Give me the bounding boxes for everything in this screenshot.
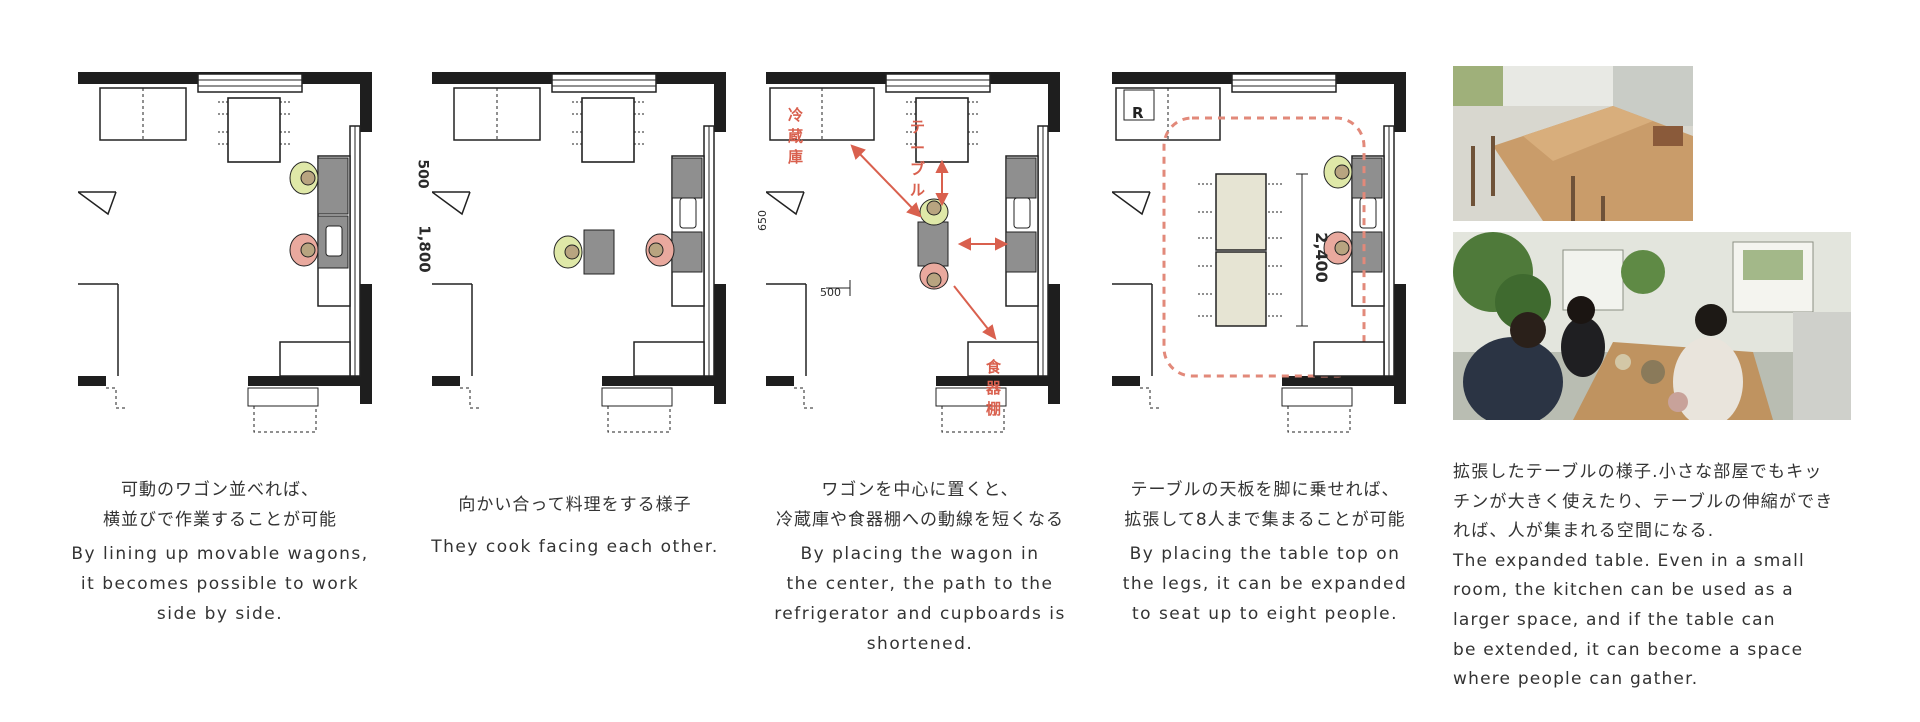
person-icon bbox=[289, 233, 319, 267]
photo-table-top bbox=[1453, 66, 1693, 221]
cupboard-label: 食器棚 bbox=[986, 358, 1002, 418]
person-icon bbox=[553, 235, 583, 269]
caption-4: テーブルの天板を脚に乗せれば、拡張して8人まで集まることが可能 By placi… bbox=[1122, 480, 1408, 624]
floor-plan-4 bbox=[1112, 72, 1406, 433]
table-label: テーブル bbox=[910, 118, 926, 199]
floor-plan-1 bbox=[78, 72, 372, 433]
dimension-label: 2,400 bbox=[1311, 232, 1331, 283]
person-icon bbox=[919, 198, 949, 226]
photo-gathering bbox=[1453, 232, 1851, 420]
person-icon bbox=[1323, 155, 1353, 189]
floor-plan-2 bbox=[432, 72, 726, 433]
photo-people-gathering-image bbox=[1453, 232, 1851, 420]
person-icon bbox=[919, 262, 949, 290]
dimension-label: 500 bbox=[414, 159, 431, 189]
caption-2: 向かい合って料理をする様子 They cook facing each othe… bbox=[431, 495, 719, 557]
caption-3: ワゴンを中心に置くと、冷蔵庫や食器棚への動線を短くなる By placing t… bbox=[774, 480, 1066, 654]
person-icon bbox=[1323, 231, 1353, 265]
floor-plan-3 bbox=[766, 72, 1060, 433]
dimension-label: 650 bbox=[756, 210, 769, 231]
fridge-label: R bbox=[1132, 104, 1144, 122]
person-icon bbox=[289, 161, 319, 195]
arrow-icon bbox=[850, 144, 1009, 340]
fridge-label: 冷蔵庫 bbox=[788, 106, 804, 166]
caption-1: 可動のワゴン並べれば、横並びで作業することが可能 By lining up mo… bbox=[71, 480, 369, 624]
photo-kitchen-table-image bbox=[1453, 66, 1693, 221]
person-icon bbox=[645, 233, 675, 267]
dimension-label: 500 bbox=[820, 286, 841, 299]
photo-caption: 拡張したテーブルの様子.小さな部屋でもキッ チンが大きく使えたり、テーブルの伸縮… bbox=[1453, 462, 1834, 690]
